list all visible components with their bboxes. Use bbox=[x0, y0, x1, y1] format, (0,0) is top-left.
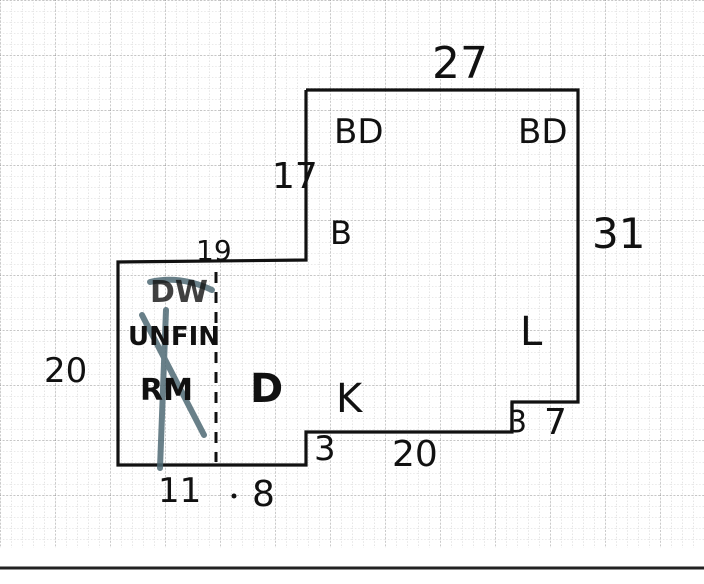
cross-stroke-3 bbox=[147, 276, 215, 293]
outline-path bbox=[116, 88, 580, 467]
dim-right-height: 31 bbox=[592, 209, 645, 258]
label-kitchen: K bbox=[336, 376, 364, 422]
dim-dot bbox=[231, 493, 237, 499]
dim-bottom-mid-width: 8 bbox=[252, 474, 275, 515]
dim-right-notch-height: 7 bbox=[544, 402, 567, 443]
dim-bottom-left-width: 11 bbox=[158, 471, 201, 511]
label-crossed-1: DW bbox=[150, 275, 208, 310]
building-outline bbox=[116, 88, 580, 467]
label-bedroom-right: BD bbox=[518, 112, 568, 152]
dim-step-width: 19 bbox=[196, 234, 232, 267]
label-bath: B bbox=[330, 214, 352, 252]
label-living: L bbox=[520, 309, 543, 355]
label-bedroom-left: BD bbox=[334, 112, 384, 152]
cross-stroke-2 bbox=[157, 307, 169, 471]
dim-right-notch-width: 3 bbox=[508, 405, 527, 440]
label-crossed-3: RM bbox=[140, 373, 193, 408]
label-dining: D bbox=[250, 366, 283, 412]
dim-notch-height: 3 bbox=[314, 429, 336, 469]
graph-grid bbox=[0, 0, 704, 548]
dim-left-height: 20 bbox=[44, 351, 87, 391]
dim-upper-left-height: 17 bbox=[272, 156, 318, 197]
crossed-out-area bbox=[139, 276, 215, 471]
label-crossed-2: UNFIN bbox=[128, 322, 220, 352]
dim-top-width: 27 bbox=[432, 38, 488, 89]
dim-bottom-right-width: 20 bbox=[392, 434, 438, 475]
cross-stroke-1 bbox=[139, 312, 207, 438]
